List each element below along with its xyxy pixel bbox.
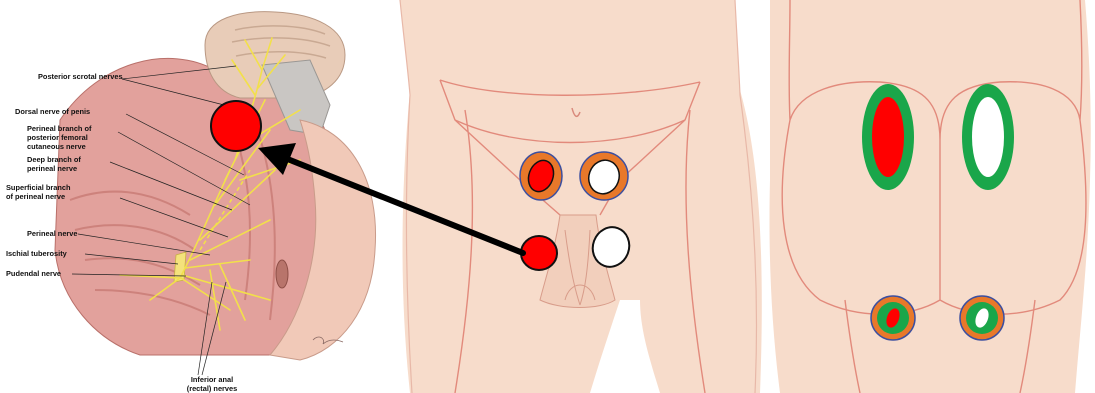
- label-deep-branch-2: perineal nerve: [27, 164, 77, 173]
- label-ischial-tuberosity: Ischial tuberosity: [6, 249, 68, 258]
- label-perineal-branch-3: cutaneous nerve: [27, 142, 86, 151]
- left-buttock-red-marker: [872, 97, 904, 177]
- anus: [276, 260, 288, 288]
- label-inferior-anal-1: Inferior anal: [191, 375, 233, 384]
- label-superficial-branch-1: Superficial branch: [6, 183, 71, 192]
- label-posterior-scrotal-nerves: Posterior scrotal nerves: [38, 72, 123, 81]
- back-body-view: [769, 0, 1090, 393]
- label-inferior-anal-2: (rectal) nerves: [187, 384, 238, 393]
- label-dorsal-nerve-of-penis: Dorsal nerve of penis: [15, 107, 90, 116]
- label-perineal-branch-1: Perineal branch of: [27, 124, 92, 133]
- left-perineal-red-marker: [521, 236, 557, 270]
- label-perineal-nerve: Perineal nerve: [27, 229, 78, 238]
- right-buttock-white-marker: [972, 97, 1004, 177]
- label-perineal-branch-2: posterior femoral: [27, 133, 88, 142]
- back-skin: [769, 0, 1090, 393]
- label-deep-branch-1: Deep branch of: [27, 155, 81, 164]
- label-pudendal-nerve: Pudendal nerve: [6, 269, 61, 278]
- label-superficial-branch-2: of perineal nerve: [6, 192, 65, 201]
- nerve-highlight-marker: [211, 101, 261, 151]
- front-torso-skin: [400, 0, 762, 393]
- front-body-view: [400, 0, 762, 393]
